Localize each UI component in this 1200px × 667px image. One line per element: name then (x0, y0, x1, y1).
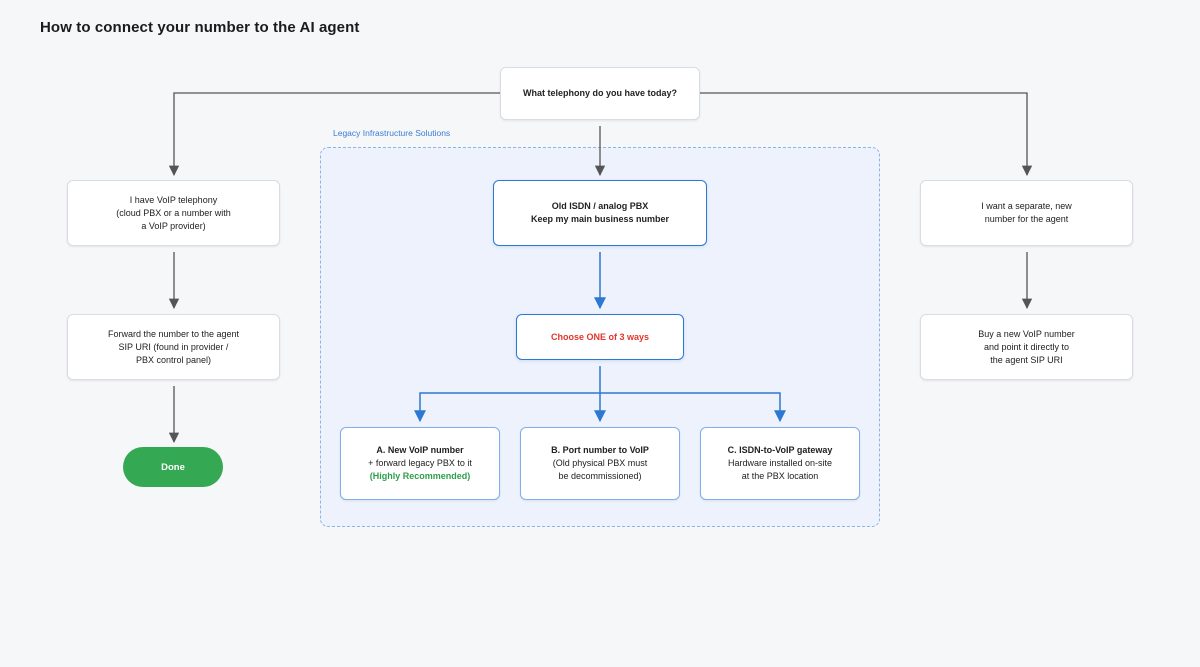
option-b-line-2: (Old physical PBX must (552, 458, 648, 468)
separate-line-2: number for the agent (984, 214, 1069, 224)
question-line-1: What telephony do you have today? (522, 88, 677, 98)
page-title: How to connect your number to the AI age… (40, 19, 360, 36)
option-b-line-3: be decommissioned) (558, 471, 642, 481)
option-a-recommended: (Highly Recommended) (369, 471, 471, 481)
choose-text: Choose ONE of 3 ways (550, 331, 650, 342)
buy-line-2: and point it directly to (983, 341, 1070, 352)
buy-voip-node: Buy a new VoIP number and point it direc… (920, 314, 1133, 380)
connector-question-to-separate (700, 92, 1033, 177)
choose-way-node: Choose ONE of 3 ways (516, 314, 684, 360)
separate-line-1: I want a separate, new (981, 201, 1072, 211)
forward-line-2: SIP URI (found in provider / (118, 341, 229, 352)
connector-choose-to-option-c (600, 392, 786, 423)
done-terminal: Done (123, 447, 223, 487)
connector-choose-to-option-a (414, 366, 601, 423)
option-b-node: B. Port number to VoIP (Old physical PBX… (520, 427, 680, 500)
forward-line-1: Forward the number to the agent (107, 328, 240, 339)
option-c-line-2: Hardware installed on-site (727, 458, 833, 468)
option-a-title: A. New VoIP number (376, 445, 464, 455)
option-b-title: B. Port number to VoIP (551, 445, 649, 455)
isdn-line-2: Keep my main business number (530, 214, 670, 224)
option-c-title: C. ISDN-to-VoIP gateway (727, 445, 833, 455)
connector-question-to-voip (168, 92, 500, 177)
option-a-line-2: + forward legacy PBX to it (368, 458, 472, 468)
legacy-group-label: Legacy Infrastructure Solutions (333, 128, 451, 138)
forward-number-node: Forward the number to the agent SIP URI … (67, 314, 280, 380)
voip-line-3: a VoIP provider) (141, 220, 206, 231)
forward-line-3: PBX control panel) (135, 354, 212, 365)
isdn-pbx-node: Old ISDN / analog PBX Keep my main busin… (493, 180, 707, 246)
separate-number-node: I want a separate, new number for the ag… (920, 180, 1133, 246)
voip-line-1: I have VoIP telephony (129, 194, 218, 205)
option-a-node: A. New VoIP number + forward legacy PBX … (340, 427, 500, 500)
question-node: What telephony do you have today? (500, 67, 700, 120)
isdn-line-1: Old ISDN / analog PBX (551, 201, 649, 211)
voip-telephony-node: I have VoIP telephony (cloud PBX or a nu… (67, 180, 280, 246)
option-c-node: C. ISDN-to-VoIP gateway Hardware install… (700, 427, 860, 500)
voip-line-2: (cloud PBX or a number with (116, 207, 231, 218)
buy-line-1: Buy a new VoIP number (978, 328, 1075, 339)
option-c-line-3: at the PBX location (741, 471, 819, 481)
buy-line-3: the agent SIP URI (990, 354, 1063, 365)
